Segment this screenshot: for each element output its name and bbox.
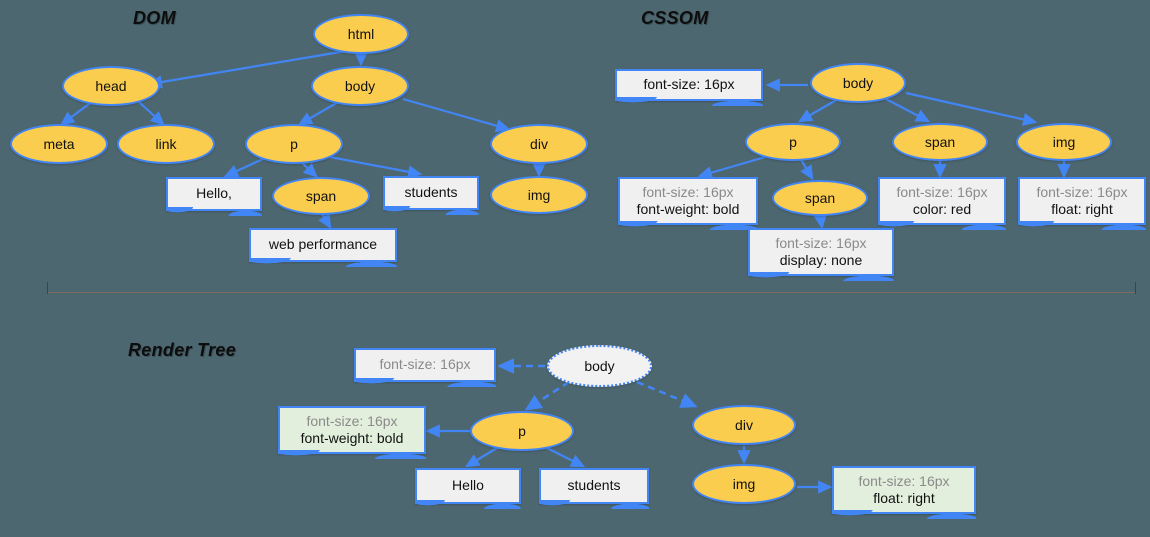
node-label: p <box>789 134 797 150</box>
declaration-inherited: font-size: 16px <box>379 356 471 373</box>
cssom-node-body: body <box>810 63 906 103</box>
cssom-box-body_decl: font-size: 16px <box>615 69 763 106</box>
edge-p-to-students <box>329 155 423 179</box>
declaration-own: display: none <box>779 252 863 268</box>
dom-box-webperf: web performance <box>249 228 397 267</box>
declaration-own: float: right <box>1051 201 1113 217</box>
declaration-own: font-weight: bold <box>300 430 404 446</box>
section-title-dom: DOM <box>133 8 176 28</box>
node-label: span <box>804 190 836 206</box>
node-label: div <box>735 417 753 433</box>
dom-node-html: html <box>313 14 409 54</box>
edge-p-to-hello <box>464 447 498 468</box>
dom-node-meta: meta <box>10 124 108 164</box>
render-tree-box-students: students <box>539 468 649 509</box>
render-tree-node-body: body <box>547 345 652 387</box>
divider-tick-right <box>1135 282 1136 294</box>
edge-body-to-p <box>524 380 570 411</box>
cssom-node-span2: span <box>772 180 868 216</box>
node-label: p <box>290 136 298 152</box>
box-label: web performance <box>268 236 378 253</box>
edge-body-to-p <box>797 98 839 123</box>
render-tree-node-div: div <box>692 405 796 445</box>
section-title-cssom: CSSOM <box>641 8 709 28</box>
declaration-own: float: right <box>873 490 935 506</box>
box-label: Hello <box>452 477 484 494</box>
declaration-inherited: font-size: 16px <box>896 183 988 200</box>
render-tree-box-body_decl: font-size: 16px <box>354 348 496 387</box>
box-label: Hello, <box>196 185 232 202</box>
divider-tick-left <box>47 282 48 294</box>
cssom-node-span1: span <box>892 123 988 161</box>
declaration-inherited: font-size: 16px <box>642 183 734 200</box>
node-label: div <box>530 136 548 152</box>
edge-body-to-div <box>636 380 698 408</box>
node-label: span <box>924 134 956 150</box>
render-tree-node-p: p <box>470 411 574 451</box>
dom-box-students: students <box>383 176 479 215</box>
node-label: head <box>95 78 127 94</box>
edge-p-to-hello <box>223 157 266 178</box>
render-tree-box-hello: Hello <box>415 468 521 509</box>
render-tree-node-img: img <box>692 464 796 504</box>
section-title-render-tree: Render Tree <box>128 340 237 360</box>
declaration-inherited: font-size: 16px <box>858 472 950 489</box>
dom-node-head: head <box>62 66 160 106</box>
node-label: body <box>842 75 874 91</box>
dom-node-img: img <box>490 176 588 214</box>
dom-node-p: p <box>245 124 343 164</box>
dom-node-div: div <box>490 124 588 164</box>
node-label: span <box>305 188 337 204</box>
edge-p-to-students <box>546 447 586 468</box>
box-label: students <box>404 184 458 201</box>
dom-box-hello: Hello, <box>166 177 262 216</box>
edge-body-to-div <box>402 97 511 133</box>
declaration-own: font-size: 16px <box>643 76 735 93</box>
dom-node-body: body <box>311 66 409 106</box>
node-label: img <box>527 187 551 203</box>
declaration-own: color: red <box>912 201 972 217</box>
declaration-inherited: font-size: 16px <box>1036 183 1128 200</box>
node-label: meta <box>43 136 75 152</box>
node-label: link <box>155 136 177 152</box>
edge-head-to-link <box>138 101 165 126</box>
edge-p-to-p_decl <box>697 155 766 180</box>
edge-body-to-p <box>297 100 341 126</box>
box-label: students <box>567 477 621 494</box>
node-label: img <box>732 476 756 492</box>
edge-body-to-img <box>905 91 1038 126</box>
cssom-node-img: img <box>1016 123 1112 161</box>
node-label: body <box>584 358 615 374</box>
node-label: p <box>518 423 526 439</box>
section-divider <box>47 292 1135 293</box>
edge-p-to-span2 <box>799 157 814 181</box>
edge-body-to-span1 <box>885 98 931 123</box>
declaration-inherited: font-size: 16px <box>775 234 867 251</box>
declaration-inherited: font-size: 16px <box>306 412 398 429</box>
declaration-own: font-weight: bold <box>636 201 740 217</box>
dom-node-span: span <box>272 177 370 215</box>
dom-node-link: link <box>117 124 215 164</box>
node-label: html <box>347 26 375 42</box>
cssom-node-p: p <box>745 123 841 161</box>
edge-head-to-meta <box>60 100 94 126</box>
node-label: body <box>344 78 376 94</box>
node-label: img <box>1052 134 1076 150</box>
